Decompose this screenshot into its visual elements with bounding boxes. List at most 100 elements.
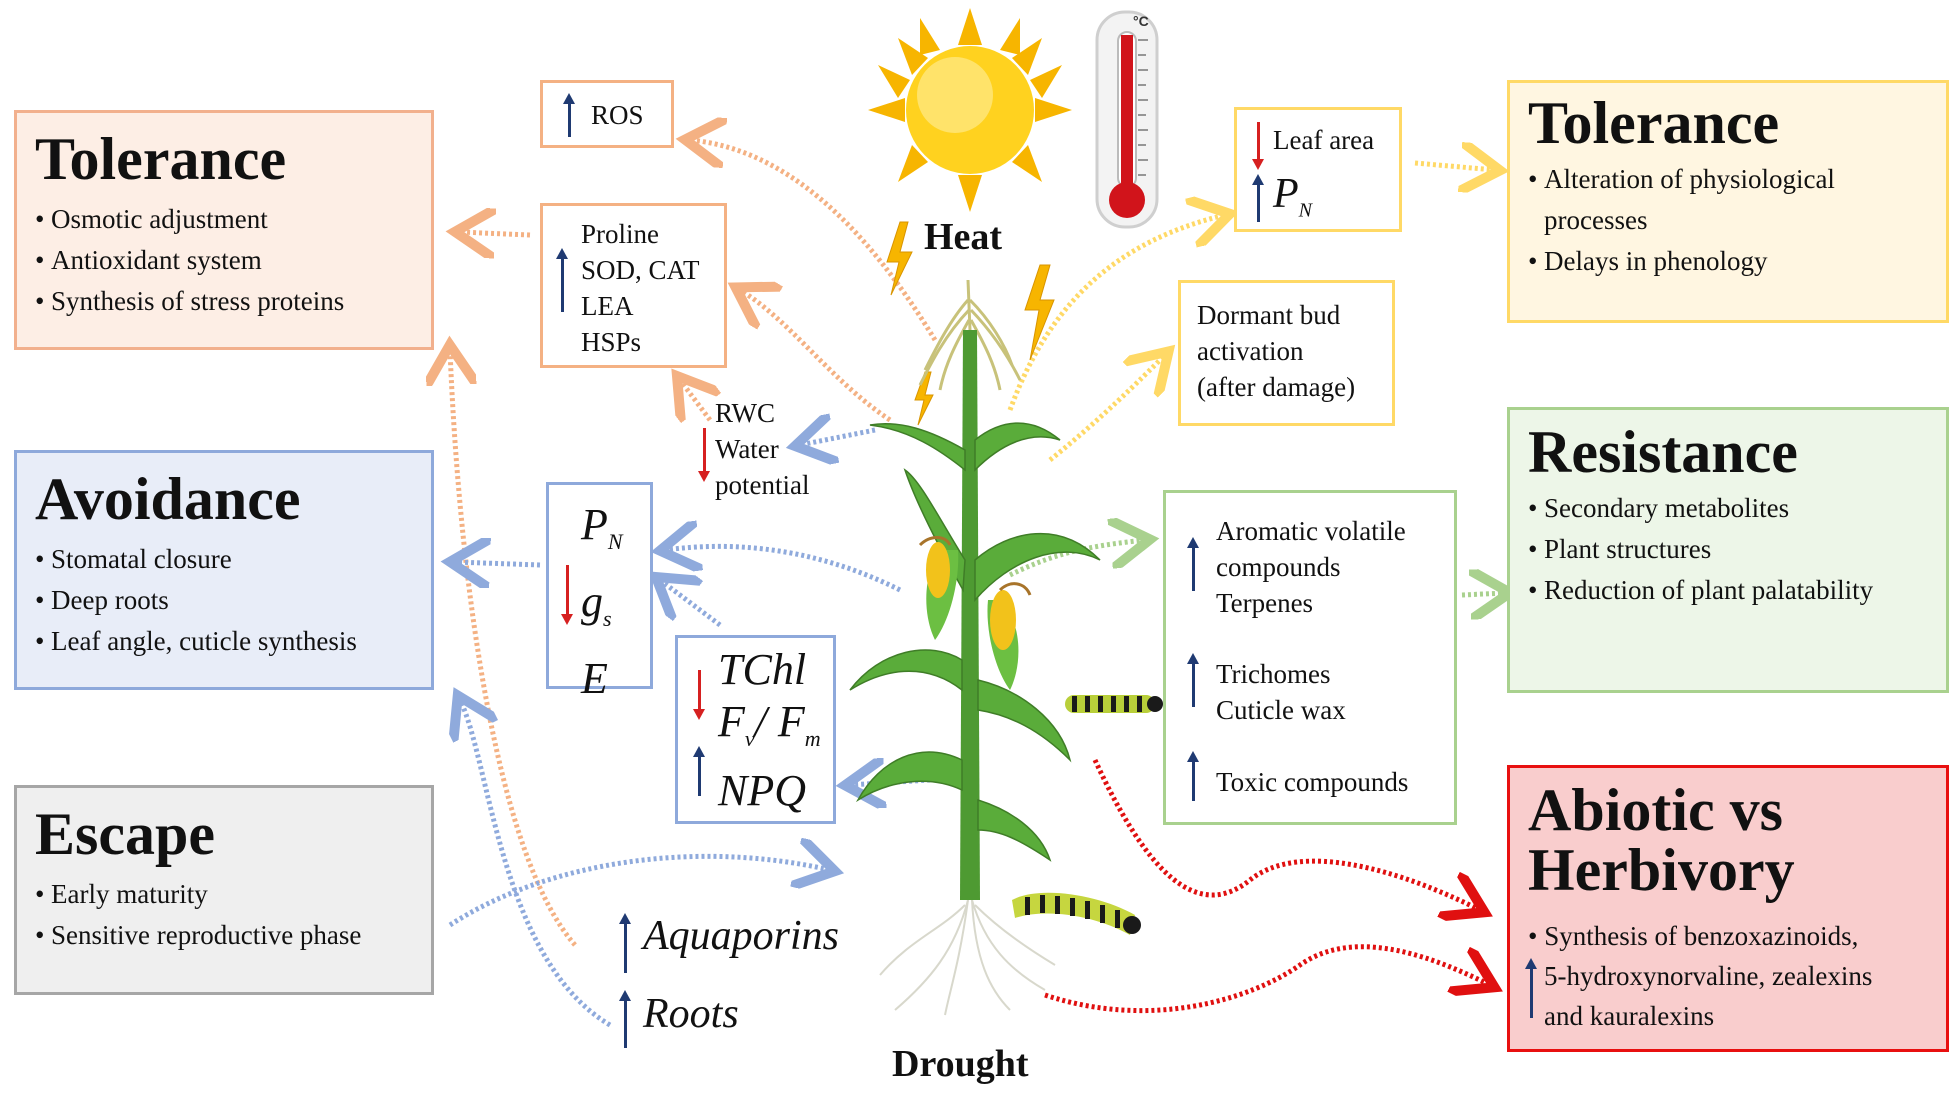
escape-panel: Escape Early maturity Sensitive reproduc… [14,785,434,995]
list-item: Leaf angle, cuticle synthesis [35,621,413,662]
arrow-to-dormant [1048,355,1165,462]
volatile-line2: compounds [1216,552,1341,582]
increase-arrow [1187,653,1199,707]
tolerance-right-title: Tolerance [1528,90,1780,156]
increase-arrow [1252,174,1264,222]
avoidance-title: Avoidance [35,466,301,532]
leaf-area-box: Leaf area PN [1234,107,1402,232]
increase-arrow [619,990,631,1048]
list-item: Plant structures [1528,529,1928,570]
increase-arrow [1525,958,1537,1018]
arrow-to-rwc [800,430,876,445]
abiotic-text-line3: and kauralexins [1544,1001,1715,1031]
increase-arrow [619,913,631,973]
list-item: Deep roots [35,580,413,621]
arrow-roots-to-avoidance [460,700,612,1028]
heat-label: Heat [924,216,1003,258]
decrease-arrow [561,565,573,625]
increase-arrow [556,248,568,312]
arrow-leaf-to-tolerance [1414,163,1495,170]
drought-label: Drought [892,1043,1029,1085]
arrow-escape-to-plant [448,856,830,928]
decrease-arrow [1252,122,1264,170]
resistance-title: Resistance [1528,419,1798,485]
list-item: Synthesis of stress proteins [35,281,413,322]
leaf-area-label: Leaf area [1273,125,1375,155]
roots-label: Roots [643,991,739,1037]
abiotic-title-line1: Abiotic vs [1528,777,1783,843]
e-label: E [581,653,608,703]
resistance-panel: Resistance Secondary metabolites Plant s… [1507,407,1949,693]
abiotic-herbivory-panel: Abiotic vs Herbivory • Synthesis of benz… [1507,765,1949,1052]
cuticle-wax-label: Cuticle wax [1216,695,1346,725]
increase-arrow [1187,751,1199,801]
dormant-line1: Dormant bud [1197,300,1341,330]
tolerance-right-panel: Tolerance Alteration of physiological pr… [1507,80,1949,323]
rwc-group: RWC Water potential [715,395,809,503]
abiotic-title-line2: Herbivory [1528,837,1795,903]
rwc-label: RWC [715,398,776,428]
arrow-gas-to-avoidance [455,562,541,565]
tolerance-left-panel: Tolerance Osmotic adjustment Antioxidant… [14,110,434,350]
trichomes-label: Trichomes [1216,659,1331,689]
thermometer-icon [1095,10,1159,229]
chlorophyll-box: TChl Fv/ Fm NPQ [675,635,836,824]
proline-label: Proline [581,219,659,249]
sod-cat-label: SOD, CAT [581,255,700,285]
dormant-line2: activation [1197,336,1304,366]
decrease-arrow [693,670,705,720]
sun-icon [868,8,1072,212]
ros-box: ROS [540,80,674,148]
gas-exchange-box: PN gs E [546,482,653,703]
arrow-chl-to-gas [660,580,722,627]
arrow-herb-to-resistance [1461,593,1505,595]
fv-fm-label: Fv/ Fm [718,697,821,751]
caterpillar-icon [1065,695,1163,713]
list-item: • Synthesis of benzoxazinoids, [1528,921,1859,951]
aquaporins-label: Aquaporins [643,913,840,959]
list-item: Stomatal closure [35,539,413,580]
lightning-bolt-icon [886,221,1055,426]
maize-plant-icon [849,279,1101,1016]
gs-label: gs [581,576,612,631]
arrow-to-osmo [740,290,892,423]
volatile-line1: Aromatic volatile [1216,516,1406,546]
tolerance-left-title: Tolerance [35,126,287,192]
arrow-to-ros [690,140,938,342]
potential-label: potential [715,470,810,500]
lea-label: LEA [581,291,634,321]
caterpillar-icon [1012,892,1141,935]
arrow-plant-to-abiotic-1 [1092,758,1480,910]
water-label: Water [715,434,779,464]
pn-label: PN [581,500,623,554]
list-item: Early maturity [35,874,413,915]
arrow-to-rwc-up [680,380,710,420]
toxic-compounds-label: Toxic compounds [1216,767,1409,797]
dormant-line3: (after damage) [1197,372,1356,402]
increase-arrow [563,93,575,137]
list-item: Sensitive reproductive phase [35,915,413,956]
list-item: Osmotic adjustment [35,199,413,240]
thermometer-unit: °C [1133,13,1149,29]
npq-label: NPQ [718,765,806,815]
hsps-label: HSPs [581,327,642,357]
herbivory-defense-box: Aromatic volatile compounds Terpenes Tri… [1163,490,1457,825]
increase-arrow [693,746,705,796]
arrow-to-leaf [1007,215,1225,411]
list-item: Alteration of physiological processes [1528,159,1928,241]
list-item: Delays in phenology [1528,241,1928,282]
arrow-osmo-to-tolerance [460,232,531,235]
avoidance-panel: Avoidance Stomatal closure Deep roots Le… [14,450,434,690]
volatile-line3: Terpenes [1216,588,1314,618]
escape-title: Escape [35,801,215,867]
dormant-bud-box: Dormant bud activation (after damage) [1178,280,1395,426]
osmoprotectants-box: Proline SOD, CAT LEA HSPs [540,203,727,368]
tchl-label: TChl [718,645,807,694]
abiotic-text-line2: 5-hydroxynorvaline, zealexins [1544,961,1873,991]
decrease-arrow [698,428,710,482]
ros-label: ROS [591,100,644,130]
list-item: Antioxidant system [35,240,413,281]
increase-arrow [1187,537,1199,591]
abiotic-text: • Synthesis of benzoxazinoids, 5-hydroxy… [1528,916,1872,1036]
